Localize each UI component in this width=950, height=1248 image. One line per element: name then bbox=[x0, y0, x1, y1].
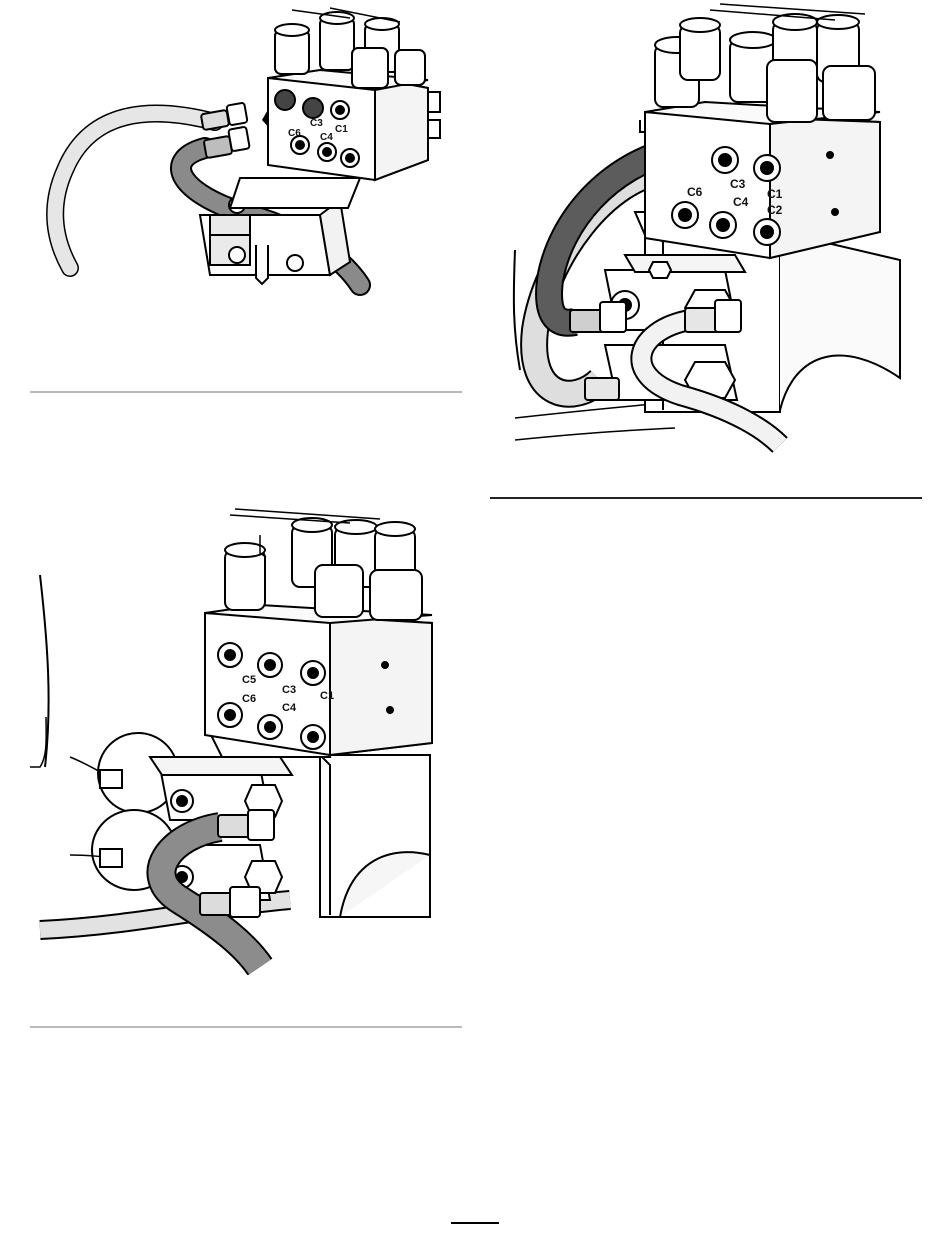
port-label: C3 bbox=[730, 177, 746, 191]
port-label: C3 bbox=[282, 684, 296, 696]
port-label: C1 bbox=[767, 187, 783, 201]
port-label: C5 bbox=[242, 674, 256, 686]
port-label: C4 bbox=[282, 702, 297, 714]
port-label: C2 bbox=[767, 203, 783, 217]
port-label: C4 bbox=[733, 195, 749, 209]
port-label: C1 bbox=[320, 690, 334, 702]
figure-disconnect-hoses: C6 C3 C4 C1 bbox=[30, 0, 460, 380]
port-label: C1 bbox=[335, 124, 348, 135]
figure-divider bbox=[30, 1026, 462, 1028]
port-label: C4 bbox=[320, 132, 333, 143]
page-footer-line bbox=[451, 1222, 499, 1224]
port-label: C6 bbox=[242, 693, 256, 705]
port-label: C3 bbox=[310, 118, 323, 129]
port-label: C6 bbox=[687, 185, 703, 199]
figure-hoses-connected-lower: C5 C3 C6 C4 C1 bbox=[30, 505, 460, 975]
figure-divider bbox=[30, 391, 462, 393]
figure-divider bbox=[490, 497, 922, 499]
port-label: C6 bbox=[288, 128, 301, 139]
figure-hoses-routed: C6 C3 C4 C1 C2 bbox=[505, 0, 925, 460]
